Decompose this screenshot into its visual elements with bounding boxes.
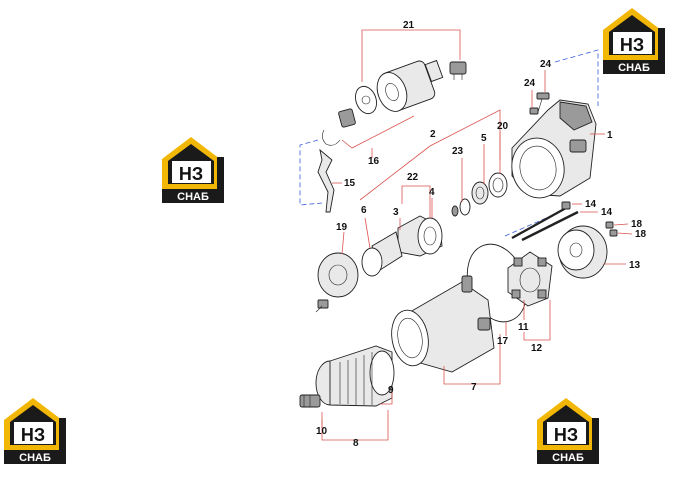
logo-middle-left: НЗ СНАБ xyxy=(162,137,224,203)
field-frame-yoke xyxy=(391,275,495,373)
callout-4: 4 xyxy=(429,187,435,198)
solenoid-switch xyxy=(376,59,467,112)
logo-top-right: НЗ СНАБ xyxy=(603,8,665,74)
callout-16: 16 xyxy=(368,156,380,167)
callout-13: 13 xyxy=(629,260,641,271)
callout-12: 12 xyxy=(531,343,543,354)
callout-3: 3 xyxy=(393,207,399,218)
logo-bottom-right: НЗ СНАБ xyxy=(537,398,599,464)
brush-holder xyxy=(507,251,553,307)
svg-text:СНАБ: СНАБ xyxy=(552,452,584,464)
callout-2: 2 xyxy=(430,129,436,140)
mounting-bolts xyxy=(529,92,550,115)
callout-24b: 24 xyxy=(524,78,536,89)
armature xyxy=(299,345,395,408)
drive-pinion-assembly xyxy=(361,215,443,277)
callout-17: 17 xyxy=(497,336,509,347)
leader-lines xyxy=(321,29,633,441)
callout-10: 10 xyxy=(316,426,328,437)
svg-text:СНАБ: СНАБ xyxy=(19,452,51,464)
callout-18a: 18 xyxy=(631,219,643,230)
callout-6: 6 xyxy=(361,205,367,216)
callout-21: 21 xyxy=(403,20,415,31)
callout-15: 15 xyxy=(344,178,356,189)
svg-text:СНАБ: СНАБ xyxy=(618,62,650,74)
callout-11: 11 xyxy=(518,322,529,333)
solenoid-plunger xyxy=(322,85,377,146)
logo-bottom-left: НЗ СНАБ xyxy=(4,398,66,464)
callout-20: 20 xyxy=(497,121,509,132)
callout-19: 19 xyxy=(336,222,348,233)
shift-lever xyxy=(317,148,335,213)
through-bolts xyxy=(511,201,579,242)
svg-text:НЗ: НЗ xyxy=(179,164,203,184)
callout-7: 7 xyxy=(471,382,477,393)
commutator-end-cover xyxy=(557,225,608,279)
callout-22: 22 xyxy=(407,172,419,183)
callout-23: 23 xyxy=(452,146,464,157)
callout-14b: 14 xyxy=(601,207,613,218)
callout-5: 5 xyxy=(481,133,487,144)
callout-14a: 14 xyxy=(585,199,597,210)
drive-end-housing xyxy=(511,99,597,199)
svg-text:НЗ: НЗ xyxy=(21,425,45,445)
svg-text:НЗ: НЗ xyxy=(620,35,644,55)
svg-text:СНАБ: СНАБ xyxy=(177,191,209,203)
end-cover-screws xyxy=(605,221,618,237)
callout-18b: 18 xyxy=(635,229,647,240)
callout-24a: 24 xyxy=(540,59,552,70)
callout-9: 9 xyxy=(388,385,394,396)
intermediate-plate xyxy=(315,252,359,313)
bearing-rings xyxy=(451,172,508,217)
svg-text:НЗ: НЗ xyxy=(554,425,578,445)
callout-numbers: 21 16 15 2 24 24 1 20 5 23 22 4 3 6 19 1… xyxy=(316,20,647,449)
callout-1: 1 xyxy=(607,130,613,141)
callout-8: 8 xyxy=(353,438,359,449)
